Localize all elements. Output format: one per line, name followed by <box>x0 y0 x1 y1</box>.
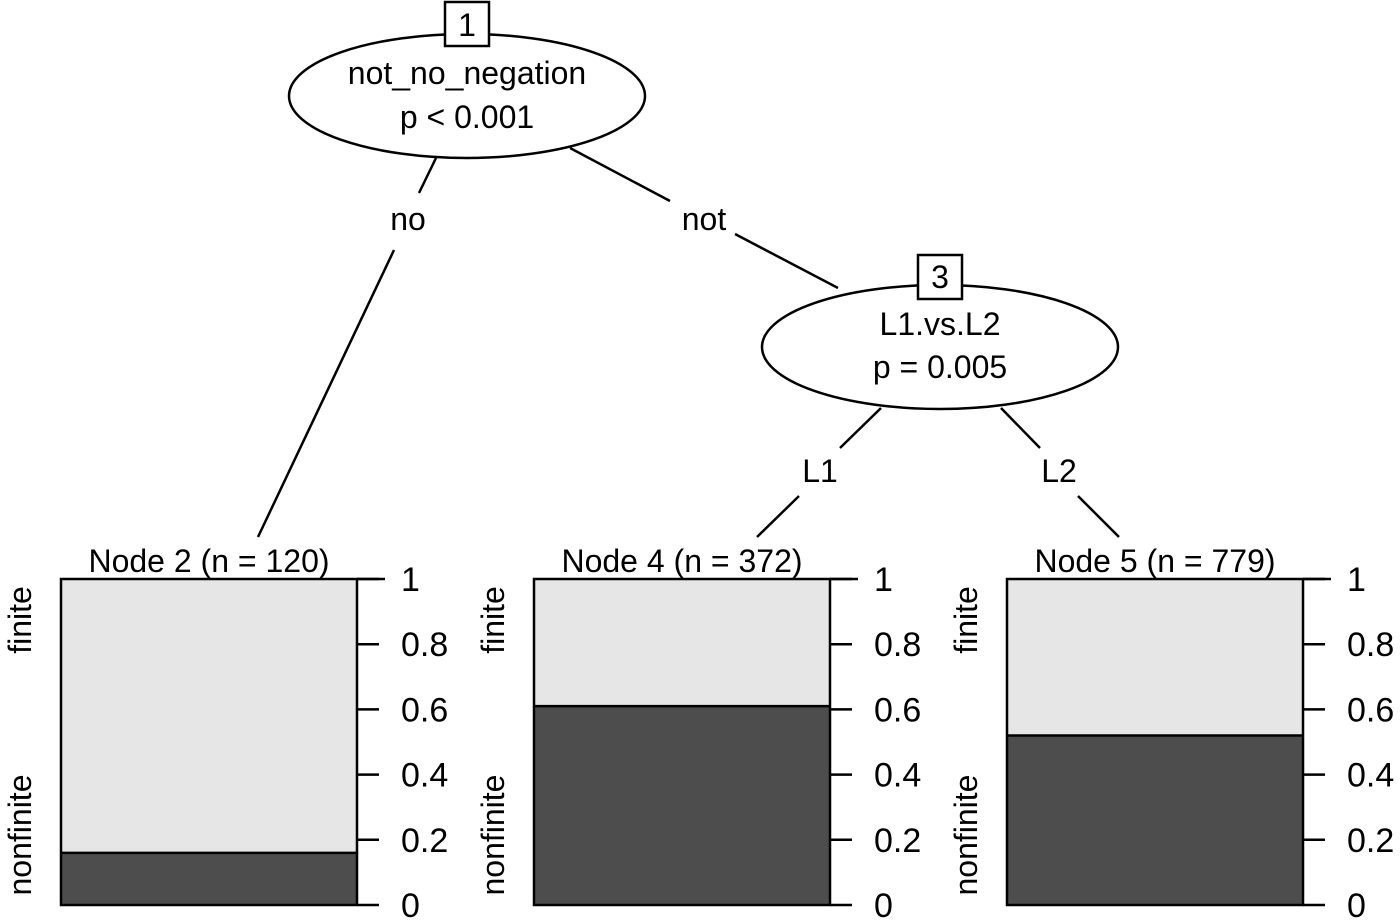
y-tick-label: 0.6 <box>874 691 921 729</box>
edge-line <box>1077 495 1120 538</box>
edge-label-not: not <box>682 201 727 237</box>
terminal-node-3: Node 5 (n = 779) 0 0.2 0.4 0.6 0.8 1 finite nonf… <box>948 543 1394 922</box>
node-ellipse <box>760 283 1120 411</box>
y-tick-label: 0.4 <box>401 757 448 795</box>
edge-line <box>1000 407 1041 449</box>
node-p-value-label: p < 0.001 <box>400 99 534 135</box>
edge-line <box>256 249 396 538</box>
node-id-box <box>916 253 964 301</box>
y-tick-label: 0.8 <box>874 626 921 664</box>
category-label-nonfinite: nonfinite <box>475 775 511 896</box>
y-tick-label: 0 <box>1347 887 1366 922</box>
y-tick-label: 1 <box>1347 561 1366 599</box>
edge-line <box>569 146 671 203</box>
finite-bar <box>1007 579 1303 736</box>
nonfinite-bar <box>1007 735 1303 905</box>
y-tick-label: 0.2 <box>874 822 921 860</box>
category-label-finite: finite <box>2 586 38 654</box>
y-tick-label: 0.4 <box>1347 757 1394 795</box>
terminal-node-2: Node 4 (n = 372) 0 0.2 0.4 0.6 0.8 1 finite nonf… <box>475 543 921 922</box>
edge-line <box>417 157 438 194</box>
edge-label-no: no <box>390 201 426 237</box>
edge-label-l1: L1 <box>802 453 838 489</box>
edge-label-l2: L2 <box>1041 453 1077 489</box>
nonfinite-bar <box>61 852 357 905</box>
y-tick-label: 1 <box>401 561 420 599</box>
panel-frame <box>532 577 832 907</box>
tree-edges: no not L1 L2 <box>256 146 1120 538</box>
terminal-node-1: Node 2 (n = 120) 0 0.2 0.4 0.6 0.8 1 finite nonf… <box>2 543 448 922</box>
inner-node-1: 1 not_no_negation p < 0.001 <box>287 0 647 160</box>
category-label-nonfinite: nonfinite <box>2 775 38 896</box>
node-title: Node 2 (n = 120) <box>88 543 329 579</box>
edge-line <box>839 407 882 449</box>
node-title: Node 4 (n = 372) <box>561 543 802 579</box>
node-id-box <box>443 0 491 48</box>
node-title: Node 5 (n = 779) <box>1034 543 1275 579</box>
y-tick-label: 0 <box>401 887 420 922</box>
node-id-label: 3 <box>931 259 949 295</box>
y-tick-label: 1 <box>874 561 893 599</box>
terminal-node-panels: Node 2 (n = 120) 0 0.2 0.4 0.6 0.8 1 finite nonf… <box>2 543 1394 922</box>
panel-frame <box>59 577 359 907</box>
category-label-nonfinite: nonfinite <box>948 775 984 896</box>
node-variable-label: not_no_negation <box>348 55 586 91</box>
inner-node-3: 3 L1.vs.L2 p = 0.005 <box>760 253 1120 411</box>
finite-bar <box>534 579 830 707</box>
panel-frame <box>1005 577 1305 907</box>
node-id-label: 1 <box>458 7 476 43</box>
y-tick-label: 0.8 <box>1347 626 1394 664</box>
y-tick-label: 0 <box>874 887 893 922</box>
y-tick-label: 0.2 <box>401 822 448 860</box>
category-label-finite: finite <box>948 586 984 654</box>
y-tick-label: 0.2 <box>1347 822 1394 860</box>
y-tick-label: 0.8 <box>401 626 448 664</box>
node-ellipse <box>287 32 647 160</box>
y-tick-label: 0.4 <box>874 757 921 795</box>
edge-line <box>734 232 839 290</box>
y-tick-label: 0.6 <box>1347 691 1394 729</box>
y-tick-label: 0.6 <box>401 691 448 729</box>
node-variable-label: L1.vs.L2 <box>880 306 1001 342</box>
category-label-finite: finite <box>475 586 511 654</box>
edge-line <box>756 495 800 538</box>
node-p-value-label: p = 0.005 <box>873 349 1007 385</box>
finite-bar <box>61 579 357 853</box>
nonfinite-bar <box>534 706 830 905</box>
